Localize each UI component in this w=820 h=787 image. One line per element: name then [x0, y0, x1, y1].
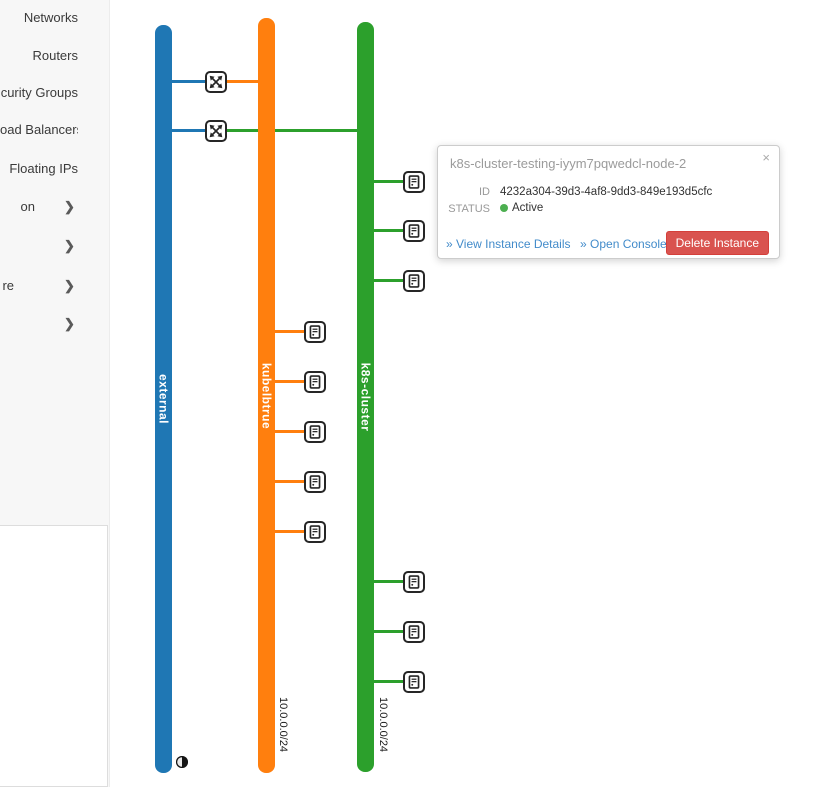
chevron-right-icon[interactable]: ❯ — [64, 199, 75, 214]
link-instance — [374, 630, 404, 633]
link-instance — [374, 180, 404, 183]
sidebar-item-floating-ips[interactable]: Floating IPs — [0, 161, 110, 181]
subnet-label: 10.0.0.0/24 — [277, 697, 289, 753]
network-name-label: kubelbtrue — [259, 362, 274, 429]
sidebar-section-collapsed-2[interactable]: ❯ — [0, 238, 110, 258]
sidebar-item-load-balancers[interactable]: oad Balancers — [0, 122, 110, 142]
server-icon — [408, 675, 420, 689]
sidebar-section-collapsed-1[interactable]: on ❯ — [0, 199, 110, 219]
instance-node[interactable] — [403, 270, 425, 292]
server-icon — [309, 475, 321, 489]
link-instance — [275, 480, 305, 483]
close-icon[interactable]: × — [762, 150, 770, 165]
sidebar-item-security-groups[interactable]: curity Groups — [0, 85, 110, 105]
instance-node[interactable] — [403, 171, 425, 193]
server-icon — [309, 425, 321, 439]
instance-node[interactable] — [304, 321, 326, 343]
status-label: STATUS — [448, 203, 490, 215]
sidebar-item-label: oad Balancers — [0, 122, 78, 137]
server-icon — [408, 575, 420, 589]
subnet-label: 10.0.0.0/24 — [377, 697, 389, 753]
link-instance — [275, 530, 305, 533]
view-instance-details-link[interactable]: » View Instance Details — [446, 237, 571, 251]
server-icon — [408, 625, 420, 639]
server-icon — [408, 274, 420, 288]
link-router2-to-k8s-cluster — [226, 129, 357, 132]
tooltip-title: k8s-cluster-testing-iyym7pqwedcl-node-2 — [450, 156, 687, 171]
link-instance — [275, 330, 305, 333]
server-icon — [408, 175, 420, 189]
instance-node[interactable] — [304, 371, 326, 393]
sidebar-section-collapsed-4[interactable]: ❯ — [0, 316, 110, 336]
router-icon — [209, 75, 223, 89]
instance-node[interactable] — [403, 571, 425, 593]
instance-node[interactable] — [403, 621, 425, 643]
id-value: 4232a304-39d3-4af8-9dd3-849e193d5cfc — [500, 186, 713, 198]
sidebar-item-networks[interactable]: Networks — [0, 10, 110, 30]
delete-instance-button[interactable]: Delete Instance — [665, 231, 769, 255]
server-icon — [309, 325, 321, 339]
network-bar-external[interactable]: external — [155, 25, 172, 773]
sidebar-item-label: Networks — [23, 10, 78, 25]
sidebar-item-label: on — [20, 199, 35, 214]
instance-node[interactable] — [304, 471, 326, 493]
sidebar-item-label: re — [2, 278, 14, 293]
status-dot-icon — [500, 204, 508, 212]
chevron-right-icon[interactable]: ❯ — [64, 316, 75, 331]
instance-node[interactable] — [403, 671, 425, 693]
link-instance — [374, 279, 404, 282]
network-bar-k8s-cluster[interactable]: k8s-cluster — [357, 22, 374, 772]
instance-node[interactable] — [304, 421, 326, 443]
network-bar-kubelbtrue[interactable]: kubelbtrue — [258, 18, 275, 773]
server-icon — [309, 375, 321, 389]
link-instance — [275, 430, 305, 433]
link-instance — [275, 380, 305, 383]
link-instance — [374, 680, 404, 683]
sidebar-item-routers[interactable]: Routers — [0, 48, 110, 68]
sidebar-item-label: Routers — [32, 48, 78, 63]
router-node[interactable] — [205, 71, 227, 93]
status-value: Active — [500, 202, 543, 214]
server-icon — [309, 525, 321, 539]
chevron-right-icon[interactable]: ❯ — [64, 238, 75, 253]
server-icon — [408, 224, 420, 238]
id-label: ID — [479, 186, 490, 198]
router-node[interactable] — [205, 120, 227, 142]
network-name-label: external — [156, 373, 171, 425]
network-name-label: k8s-cluster — [358, 362, 373, 432]
instance-node[interactable] — [304, 521, 326, 543]
chevron-right-icon[interactable]: ❯ — [64, 278, 75, 293]
open-console-link[interactable]: » Open Console — [580, 237, 667, 251]
link-external-to-router2 — [172, 129, 206, 132]
sidebar-item-label: curity Groups — [0, 85, 78, 100]
instance-tooltip: k8s-cluster-testing-iyym7pqwedcl-node-2 … — [437, 145, 780, 259]
bottom-panel — [0, 525, 108, 787]
instance-node[interactable] — [403, 220, 425, 242]
link-external-to-router1 — [172, 80, 206, 83]
sidebar-section-collapsed-3[interactable]: re ❯ — [0, 278, 110, 298]
router-icon — [209, 124, 223, 138]
sidebar-item-label: Floating IPs — [9, 161, 78, 176]
globe-icon — [175, 755, 189, 769]
link-instance — [374, 580, 404, 583]
link-instance — [374, 229, 404, 232]
sidebar: Networks Routers curity Groups oad Balan… — [0, 0, 110, 787]
link-router1-to-kubelbtrue — [226, 80, 258, 83]
